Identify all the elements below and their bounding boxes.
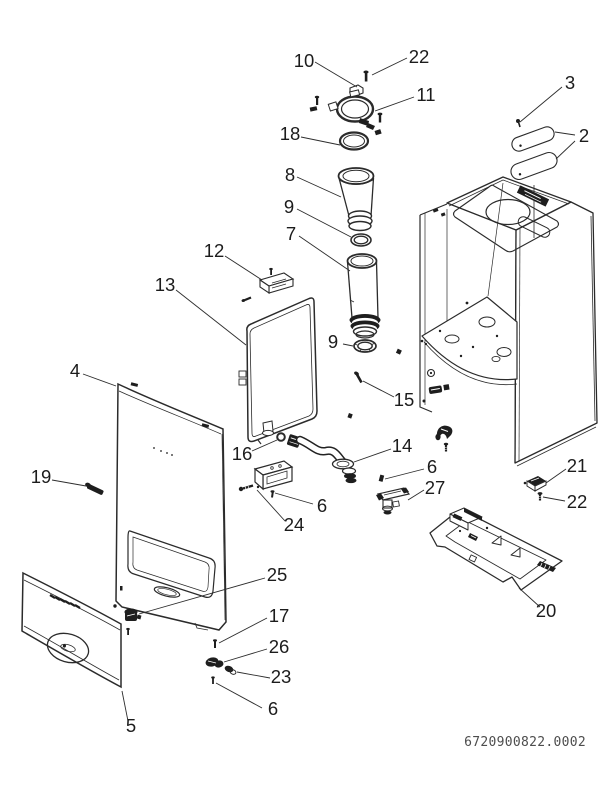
elbow-fitting: [435, 425, 453, 452]
top-edge-bracket: [516, 185, 550, 207]
drawing-number: 6720900822.0002: [464, 735, 586, 750]
bottom-flap: [21, 571, 122, 689]
callout-16: 16: [232, 443, 253, 464]
callout-22-top: 22: [409, 46, 430, 67]
screw-6-middle: [270, 490, 275, 498]
flue-adapter: [337, 167, 375, 232]
o-ring-upper: [350, 233, 372, 247]
callout-9-lower: 9: [328, 331, 338, 352]
callout-numbers: 10 22 11 18 8 9 7 3 2 12 13 4 19 9 15 16…: [31, 46, 589, 736]
water-pipe-assembly: [276, 432, 357, 484]
front-panel: [113, 382, 227, 631]
callout-5: 5: [126, 715, 136, 736]
callout-14: 14: [392, 435, 413, 456]
callout-9-upper: 9: [284, 196, 294, 217]
callout-6-middle: 6: [317, 495, 327, 516]
top-cover-plates: [510, 119, 558, 181]
callout-10: 10: [294, 50, 315, 71]
screw-24: [238, 484, 254, 492]
clip-26: [205, 657, 224, 668]
clip-19: [85, 482, 104, 495]
flue-pipe: [346, 253, 381, 339]
inner-cover: [238, 297, 318, 445]
leader-lines: [51, 57, 576, 722]
screw-17: [213, 639, 217, 648]
callout-2: 2: [579, 125, 589, 146]
callout-17: 17: [269, 605, 290, 626]
support-bracket: [253, 460, 294, 491]
callout-11: 11: [416, 84, 435, 105]
callout-3: 3: [565, 72, 575, 93]
o-ring-lower: [353, 339, 377, 353]
mounting-bracket-12: [241, 267, 295, 302]
flue-gasket: [338, 131, 370, 151]
callout-8: 8: [285, 164, 295, 185]
screw-22-bottom: [537, 492, 543, 501]
callout-15: 15: [394, 389, 415, 410]
callout-7: 7: [286, 223, 296, 244]
callout-6-bottom: 6: [268, 698, 278, 719]
callout-22-bottom: 22: [567, 491, 588, 512]
flue-clamp-assembly: [309, 70, 383, 151]
callout-23: 23: [271, 666, 292, 687]
callout-12: 12: [204, 240, 225, 261]
small-screws-mid: [347, 348, 402, 419]
cabinet-frame: [419, 176, 598, 467]
callout-21: 21: [567, 455, 588, 476]
frame-emblem: [428, 384, 450, 394]
callout-27: 27: [425, 477, 446, 498]
callout-18: 18: [280, 123, 301, 144]
callout-25: 25: [267, 564, 288, 585]
callout-4: 4: [70, 360, 80, 381]
cap-23: [224, 665, 237, 675]
callout-19: 19: [31, 466, 52, 487]
callout-20: 20: [536, 600, 557, 621]
valve-bracket-27: [376, 487, 411, 515]
callout-13: 13: [155, 274, 176, 295]
base-tray: [429, 507, 563, 591]
bracket-21: [523, 476, 547, 492]
screw-6-bottom: [211, 676, 215, 684]
latch-25: [124, 608, 142, 635]
callout-24: 24: [284, 514, 305, 535]
callout-6-right: 6: [427, 456, 437, 477]
callout-26: 26: [269, 636, 290, 657]
screw-6-right: [378, 474, 385, 482]
